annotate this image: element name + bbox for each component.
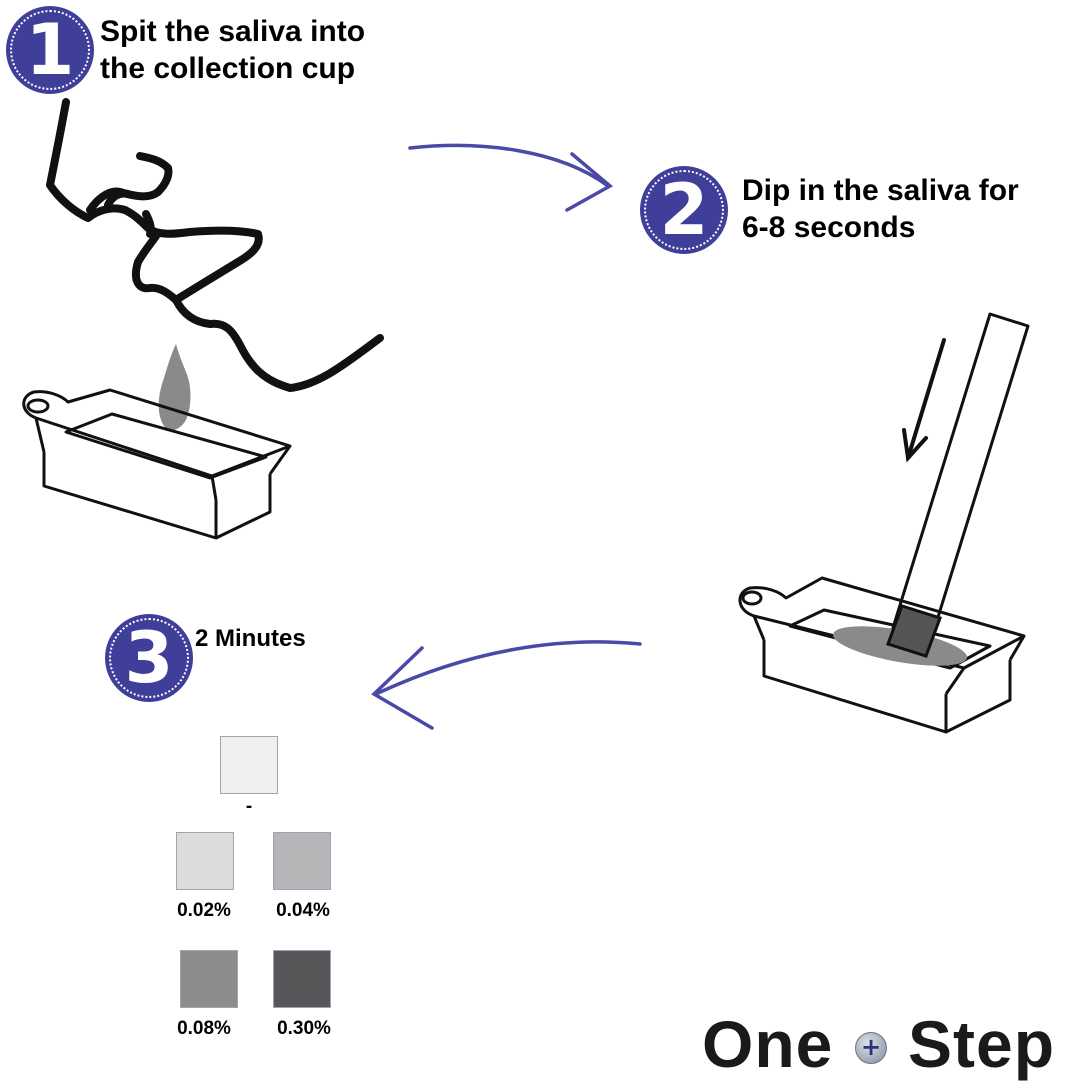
test-strip-illustration [886, 312, 1030, 658]
swatch-label-0-08: 0.08% [177, 1018, 231, 1039]
step-3-line-1: 2 Minutes [195, 625, 306, 652]
step-3-instruction: 2 Minutes [195, 624, 306, 654]
swatch-label-0-30: 0.30% [277, 1018, 331, 1039]
swatch-0-08 [180, 950, 238, 1008]
step-1-instruction: Spit the saliva into the collection cup [100, 13, 365, 87]
step-2-line-1: Dip in the saliva for [742, 174, 1019, 207]
swatch-label-negative: - [245, 796, 253, 817]
brand-word-step: Step [908, 1007, 1056, 1081]
step-2-badge: 2 [640, 166, 728, 254]
arrow-2-to-3 [371, 640, 642, 730]
step-2-instruction: Dip in the saliva for 6-8 seconds [742, 172, 1019, 246]
step-1-line-2: the collection cup [100, 52, 356, 85]
step-2-number: 2 [659, 169, 709, 251]
down-arrow [902, 338, 946, 463]
swatch-0-04 [273, 832, 331, 890]
brand-word-one: One [702, 1007, 834, 1081]
face-profile-illustration [46, 98, 384, 392]
arrow-1-to-2 [408, 143, 614, 212]
collection-cup-1 [22, 388, 292, 540]
badge-ring [109, 618, 189, 698]
test-strip-tip [886, 604, 942, 658]
plus-glyph: + [860, 1033, 882, 1061]
swatch-label-0-04: 0.04% [276, 900, 330, 921]
saliva-drop [158, 344, 191, 431]
swatch-0-30 [273, 950, 331, 1008]
step-1-badge: 1 [6, 6, 94, 94]
step-3-badge: 3 [105, 614, 193, 702]
swatch-0-02 [176, 832, 234, 890]
swatch-negative [220, 736, 278, 794]
step-3-number: 3 [124, 617, 174, 699]
badge-ring [644, 170, 724, 250]
step-1-line-1: Spit the saliva into [100, 15, 366, 48]
brand-logo: One + Step [700, 1004, 1070, 1084]
plus-icon: + [855, 1032, 887, 1064]
badge-ring [10, 10, 90, 90]
swatch-label-0-02: 0.02% [177, 900, 231, 921]
step-1-number: 1 [25, 9, 75, 91]
step-2-line-2: 6-8 seconds [742, 211, 916, 244]
